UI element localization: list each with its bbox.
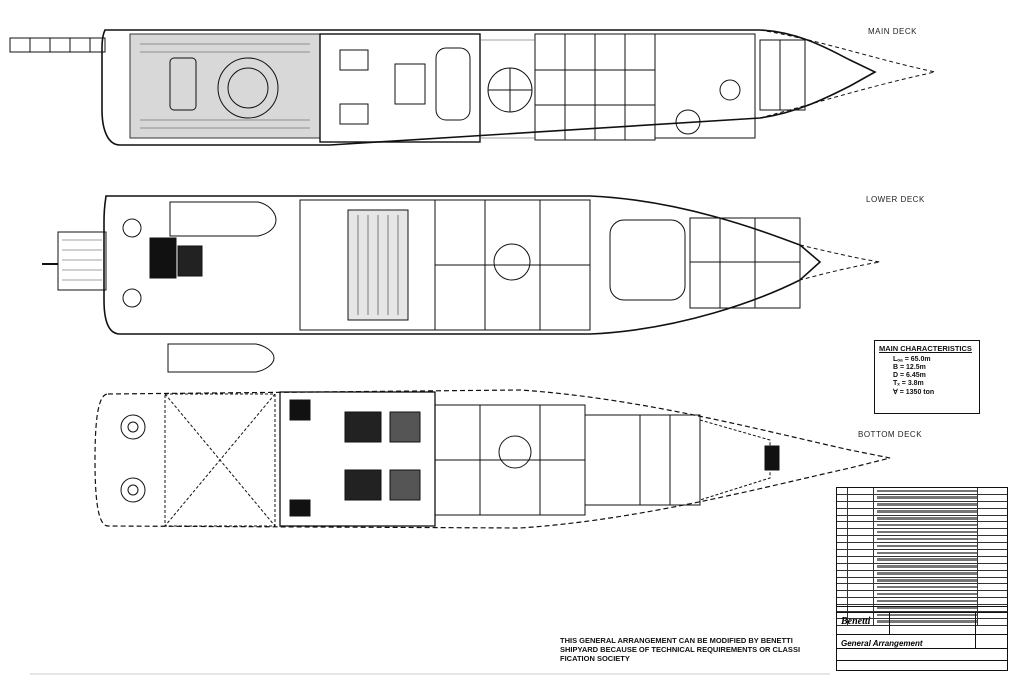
garage-machinery: [149, 237, 177, 279]
owner-suite: [654, 33, 756, 139]
tender-upper: [169, 201, 277, 237]
bottom-deck-plan: [94, 389, 891, 529]
crew-cabins: [689, 217, 801, 309]
main-deck-bow-projection: [759, 29, 936, 119]
forward-tanks: [584, 414, 701, 506]
aft-deck: [129, 33, 321, 139]
propeller-starboard: [120, 477, 146, 503]
main-characteristics-title: MAIN CHARACTERISTICS: [879, 344, 972, 353]
tender-lower: [167, 343, 275, 373]
revision-row: [837, 618, 1007, 626]
main-deck-label: MAIN DECK: [868, 27, 917, 36]
benetti-logo: Benetti: [841, 616, 871, 627]
revision-row: [837, 556, 1007, 564]
aft-tanks: [164, 393, 276, 527]
characteristic-depth: D = 6.45m: [893, 372, 926, 379]
revision-row: [837, 598, 1007, 606]
main-saloon: [319, 33, 481, 143]
revision-row: [837, 584, 1007, 592]
main-deck-plan: [9, 29, 936, 146]
bottom-deck-label: BOTTOM DECK: [858, 430, 923, 439]
modification-note: THIS GENERAL ARRANGEMENT CAN BE MODIFIED…: [560, 636, 801, 663]
title-block: Benetti General Arrangement: [836, 487, 1008, 671]
revision-row: [837, 605, 1007, 613]
revision-row: [837, 515, 1007, 523]
lower-deck-label: LOWER DECK: [866, 195, 925, 204]
propeller-port: [120, 414, 146, 440]
revision-row: [837, 488, 1007, 495]
main-characteristics-box: MAIN CHARACTERISTICS Lₒₐ = 65.0m B = 12.…: [874, 340, 980, 414]
main-deck-jacuzzi: [217, 57, 279, 119]
revision-row: [837, 550, 1007, 557]
revision-table: [837, 488, 1007, 626]
characteristic-length: Lₒₐ = 65.0m: [893, 356, 931, 363]
revision-row: [837, 563, 1007, 571]
revision-row: [837, 529, 1007, 537]
characteristic-displacement: ∀ = 1350 ton: [893, 389, 935, 396]
revision-row: [837, 577, 1007, 585]
revision-row: [837, 536, 1007, 544]
characteristic-beam: B = 12.5m: [893, 364, 926, 371]
revision-row: [837, 501, 1007, 509]
revision-row: [837, 570, 1007, 578]
lower-lounge: [609, 219, 686, 301]
passerelle: [9, 37, 106, 53]
lower-deck-plan: [42, 195, 881, 373]
revision-row: [837, 612, 1007, 619]
drawing-title: General Arrangement: [841, 639, 923, 648]
lower-deck-stair: [493, 243, 531, 281]
revision-row: [837, 591, 1007, 599]
characteristic-draft: Tₓ = 3.8m: [893, 380, 924, 387]
revision-row: [837, 543, 1007, 551]
main-deck-hull: [101, 29, 877, 146]
dining-table: [435, 47, 471, 121]
revision-row: [837, 522, 1007, 530]
revision-row: [837, 494, 1007, 502]
swim-platform: [57, 231, 107, 291]
revision-row: [837, 508, 1007, 516]
